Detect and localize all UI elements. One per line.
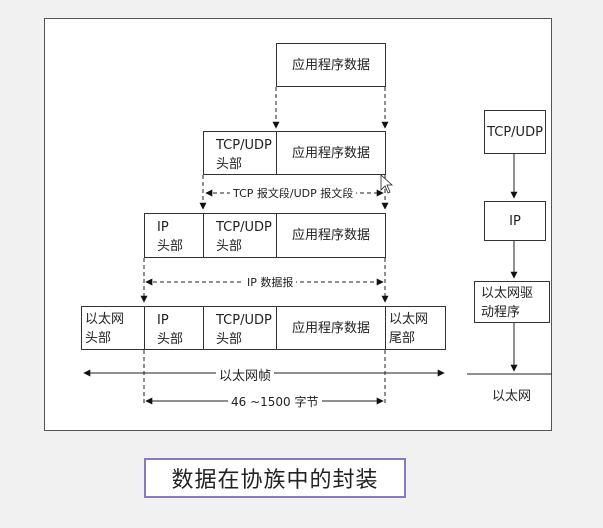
payload-size-label: 46 ~1500 字节 — [228, 393, 322, 410]
row2-app-data: 应用程序数据 — [276, 131, 386, 175]
stack-ethernet-label: 以太网 — [489, 385, 535, 404]
row4-app-data: 应用程序数据 — [276, 306, 386, 350]
ip-datagram-label: IP 数据报 — [244, 274, 297, 290]
stack-ip: IP — [484, 201, 546, 241]
ethernet-frame-label: 以太网帧 — [216, 365, 275, 384]
row1-app-data: 应用程序数据 — [276, 43, 386, 87]
cursor-icon — [380, 174, 394, 194]
row4-ethernet-header: 以太网 头部 — [81, 306, 145, 350]
row3-tcp-header: TCP/UDP 头部 — [203, 213, 277, 258]
row3-ip-header: IP 头部 — [144, 213, 204, 258]
row4-ip-header: IP 头部 — [144, 306, 204, 350]
stack-tcp-udp: TCP/UDP — [484, 110, 546, 154]
stack-ethernet-driver: 以太网驱 动程序 — [474, 281, 550, 323]
row4-tcp-header: TCP/UDP 头部 — [203, 306, 277, 350]
diagram-caption: 数据在协族中的封装 — [144, 458, 406, 498]
row2-tcp-header: TCP/UDP 头部 — [203, 131, 277, 175]
row4-ethernet-trailer: 以太网 尾部 — [385, 306, 446, 350]
tcp-segment-label: TCP 报文段/UDP 报文段 — [230, 185, 357, 201]
row3-app-data: 应用程序数据 — [276, 213, 386, 258]
